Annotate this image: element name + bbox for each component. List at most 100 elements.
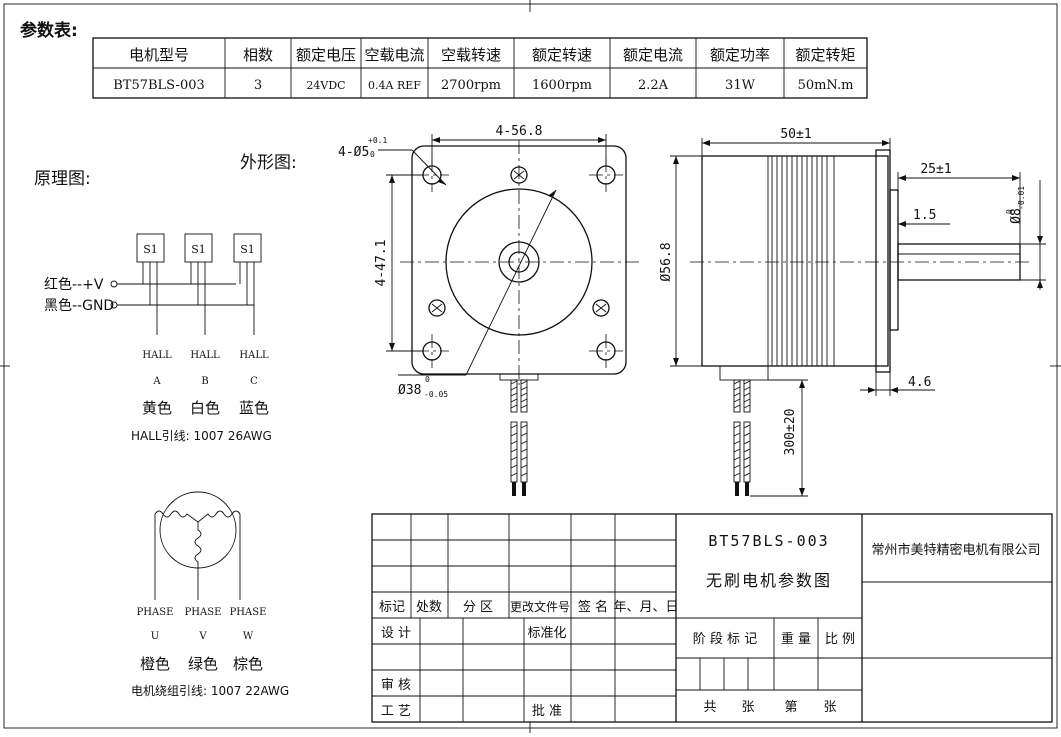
standard-label: 标准化 [527,626,566,641]
lead-length-dim: 300±20 [783,409,798,456]
scale-label: 比 例 [825,632,855,647]
shaft-length-dim: 25±1 [920,162,951,177]
phase-letter-u: U [151,631,159,642]
phase-letter-w: W [243,631,254,642]
lead-wires-front [510,379,528,496]
param-title: 参数表: [20,20,78,41]
hall-label-a: HALL [142,350,172,361]
phase-color-v: 绿色 [188,655,218,673]
hall-label-b: HALL [190,350,220,361]
pilot-dim: Ø38 [398,383,421,398]
schematic-title: 原理图: [34,169,91,189]
param-header-rated-current: 额定电流 [623,46,683,64]
cooling-fins [771,156,828,366]
hall-color-c: 蓝色 [239,399,269,417]
sheets-total-unit: 张 [741,700,754,715]
shaft-tol-upper: 0 [1005,209,1014,214]
pilot-boss [889,189,899,331]
hall-sensor-a [136,233,165,263]
hall-sensor-circuit: S1 S1 S1 红色--+V 黑色--GND HALL HALL HALL A… [44,233,272,443]
param-value-noload-speed: 2700rpm [441,78,501,93]
flat-dim: 1.5 [913,208,936,223]
sheet-number-unit: 张 [823,700,836,715]
side-view: 50±1 25±1 1.5 Ø8 0 -0.01 Ø56.8 4.6 300±2… [659,127,1046,497]
param-value-voltage: 24VDC [306,79,345,92]
black-wire-label: 黑色--GND [44,297,114,314]
rev-header-mark: 标记 [379,600,405,615]
hall-color-b: 白色 [190,399,220,417]
title-company: 常州市美特精密电机有限公司 [871,542,1040,558]
shaft-tol-lower: -0.01 [1017,186,1026,210]
title-model: BT57BLS-003 [708,532,829,550]
process-label: 工 艺 [381,704,411,719]
sensor-label-b: S1 [191,243,206,256]
param-header-model: 电机型号 [129,46,189,64]
param-header-noload-current: 空载电流 [364,46,424,64]
lead-wires-side [733,379,751,496]
phase-label-w: PHASE [230,607,267,618]
motor-body [701,155,889,367]
phase-winding-circuit: PHASE PHASE PHASE U V W 橙色 绿色 棕色 电机绕组引线:… [131,491,289,698]
length-dim: 50±1 [780,127,811,142]
sheet-number-label: 第 [784,700,797,715]
weight-label: 重 量 [781,631,811,647]
design-label: 设 计 [381,626,411,641]
param-header-torque: 额定转矩 [795,46,855,64]
pilot-tol-upper: 0 [425,375,430,384]
param-value-phases: 3 [254,78,262,93]
pitch-left-dim: 4-47.1 [374,240,389,287]
screw-right [592,299,610,317]
holes-tol-upper: +0.1 [368,136,387,145]
rev-header-sign: 签 名 [578,599,608,615]
hall-sensor-c [233,233,262,263]
sensor-label-c: S1 [240,243,255,256]
hall-sensor-b [184,233,213,263]
hall-color-a: 黄色 [142,399,172,417]
stage-label: 阶 段 标 记 [693,632,757,647]
red-wire-label: 红色--+V [44,276,104,293]
param-value-model: BT57BLS-003 [113,78,205,93]
rev-header-date: 年、月、日 [613,600,678,615]
pilot-tol-lower: -0.05 [424,390,448,399]
param-value-power: 31W [725,78,756,93]
screw-left [428,299,446,317]
hall-letter-b: B [201,376,208,387]
param-table: 电机型号 相数 额定电压 空载电流 空载转速 额定转速 额定电流 额定功率 额定… [92,37,868,99]
param-header-power: 额定功率 [710,46,770,64]
param-value-torque: 50mN.m [798,78,854,93]
sensor-label-a: S1 [143,243,158,256]
rev-header-doc: 更改文件号 [510,599,570,614]
sheets-total-label: 共 [703,700,716,715]
holes-tol-lower: 0 [370,150,375,159]
hall-wire-note: HALL引线: 1007 26AWG [131,429,272,443]
shaft-dia-dim: Ø8 [1009,208,1024,224]
hall-letter-c: C [250,376,258,387]
approve-label: 批 准 [532,704,562,719]
param-header-voltage: 额定电压 [296,46,356,64]
param-header-rated-speed: 额定转速 [532,46,592,64]
title-drawing-name: 无刷电机参数图 [706,571,832,590]
phase-color-u: 橙色 [140,655,170,673]
title-block: BT57BLS-003 无刷电机参数图 常州市美特精密电机有限公司 标记 处数 … [371,513,1053,723]
front-view: 4-Ø5 +0.1 0 4-56.8 4-47.1 Ø38 0 -0.05 [338,124,640,496]
hall-label-c: HALL [239,350,269,361]
outline-title: 外形图: [240,153,297,173]
check-label: 审 核 [381,678,411,693]
param-value-rated-speed: 1600rpm [532,78,592,93]
body-dia-dim: Ø56.8 [659,242,674,281]
phase-color-w: 棕色 [233,655,263,673]
param-value-rated-current: 2.2A [638,78,669,93]
phase-label-v: PHASE [185,607,222,618]
rev-header-count: 处数 [416,600,442,615]
holes-dim: 4-Ø5 [338,145,369,160]
phase-wire-note: 电机绕组引线: 1007 22AWG [131,684,289,698]
rev-header-zone: 分 区 [463,600,493,615]
param-value-noload-current: 0.4A REF [368,79,421,92]
pitch-top-dim: 4-56.8 [496,124,543,139]
phase-letter-v: V [198,631,207,642]
param-header-noload-speed: 空载转速 [441,46,501,64]
boss-dim: 4.6 [908,375,931,390]
phase-label-u: PHASE [137,607,174,618]
